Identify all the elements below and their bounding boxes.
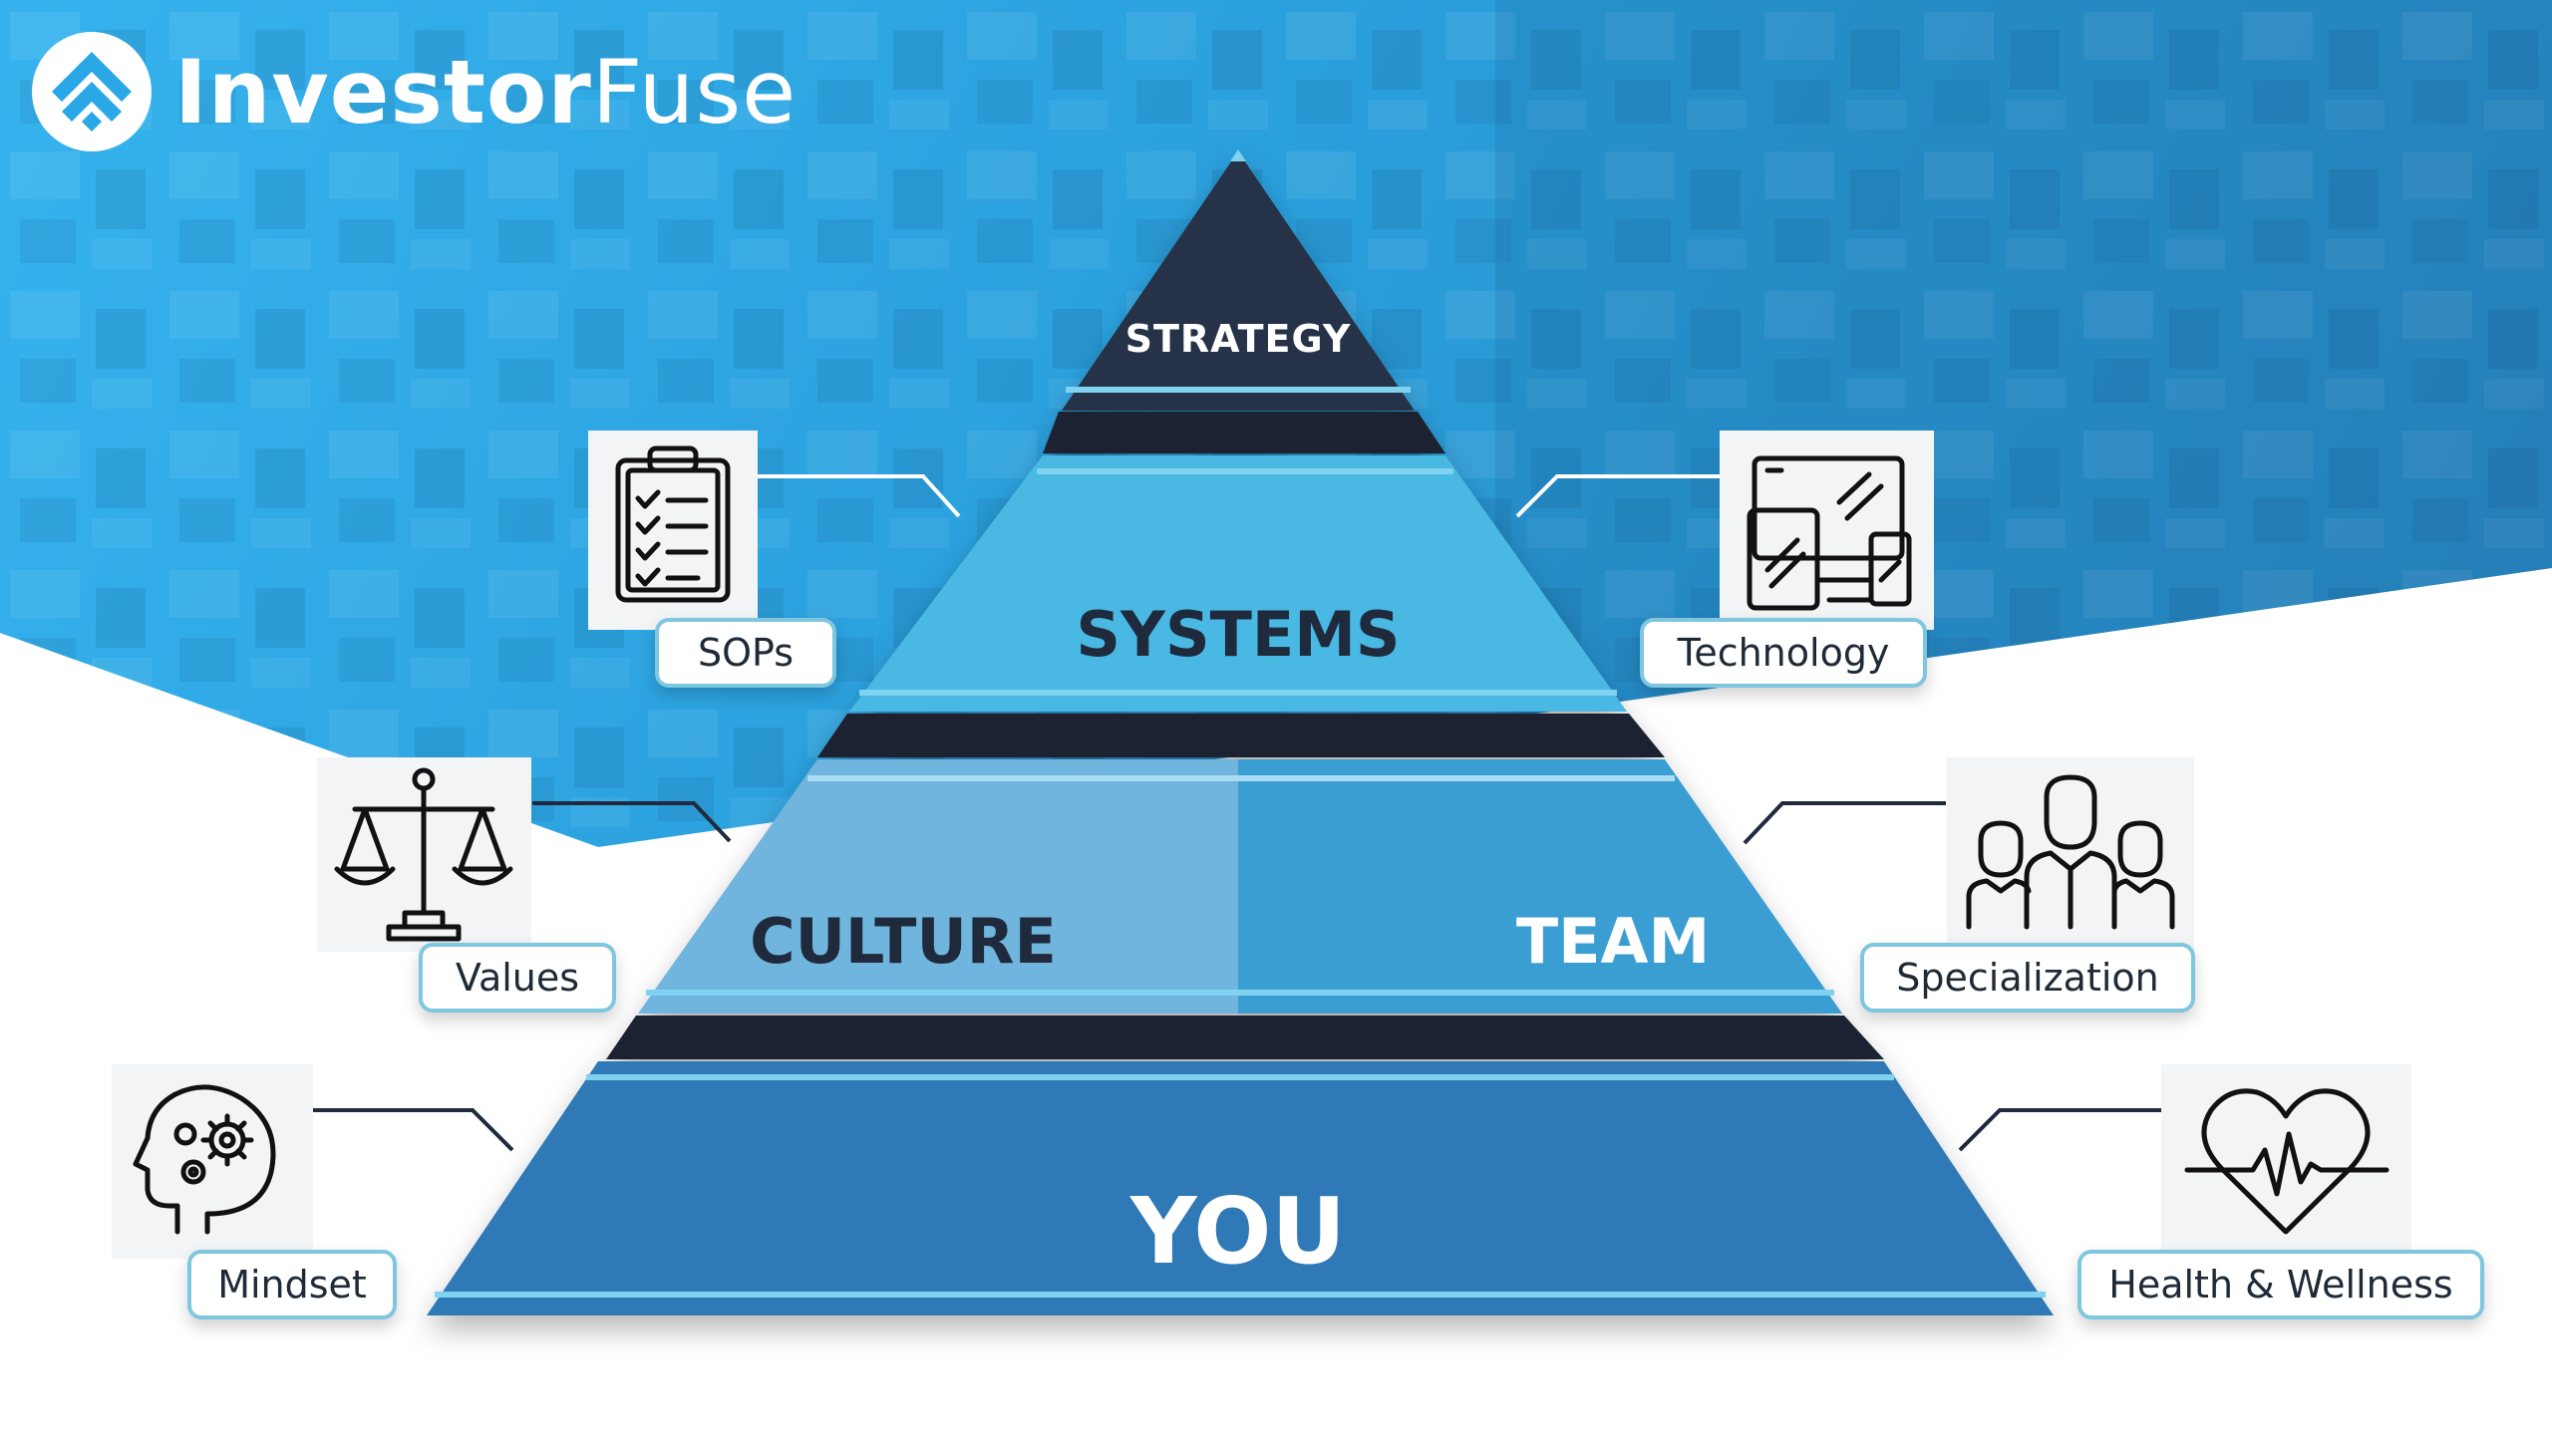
brand-name-light: Fuse: [591, 41, 798, 144]
pyramid-level-systems: [849, 455, 1627, 712]
devices-icon: [1747, 455, 1912, 611]
investorfuse-logo: InvestorFuse: [30, 30, 797, 154]
values-icon-box: [317, 757, 531, 952]
health-label: Health & Wellness: [2077, 1250, 2484, 1319]
label-systems: SYSTEMS: [1076, 598, 1401, 671]
specialization-label: Specialization: [1860, 943, 2195, 1013]
head-gears-icon: [133, 1084, 276, 1235]
connector-specialization: [1743, 801, 1946, 845]
connector-values: [532, 801, 732, 843]
connector-sops: [758, 474, 961, 518]
technology-icon-box: [1720, 431, 1934, 630]
pyramid-level-strategy: [1062, 151, 1415, 411]
pyramid-level-culture: [638, 759, 1238, 1014]
brand-name-bold: Investor: [174, 41, 592, 144]
sops-label: SOPs: [655, 618, 836, 688]
brand-name: InvestorFuse: [174, 41, 797, 144]
specialization-icon-box: [1947, 757, 2194, 952]
pyramid-level-you: [427, 1061, 2054, 1315]
label-team: TEAM: [1515, 905, 1711, 978]
connector-mindset: [313, 1108, 514, 1152]
connector-technology: [1515, 474, 1723, 518]
clipboard-checklist-icon: [615, 445, 731, 603]
team-people-icon: [1966, 774, 2175, 930]
connector-health: [1958, 1108, 2161, 1152]
technology-label: Technology: [1640, 618, 1927, 688]
scales-icon: [334, 767, 513, 942]
mindset-label: Mindset: [187, 1250, 397, 1319]
label-strategy: STRATEGY: [1124, 317, 1352, 361]
label-culture: CULTURE: [750, 905, 1057, 978]
pyramid-level-team: [1238, 759, 1842, 1014]
sops-icon-box: [588, 431, 758, 630]
health-icon-box: [2161, 1064, 2411, 1259]
label-you: YOU: [1129, 1178, 1347, 1285]
mindset-icon-box: [112, 1064, 313, 1259]
values-label: Values: [419, 943, 616, 1013]
logo-mark-icon: [32, 32, 152, 151]
heart-pulse-icon: [2184, 1088, 2390, 1235]
